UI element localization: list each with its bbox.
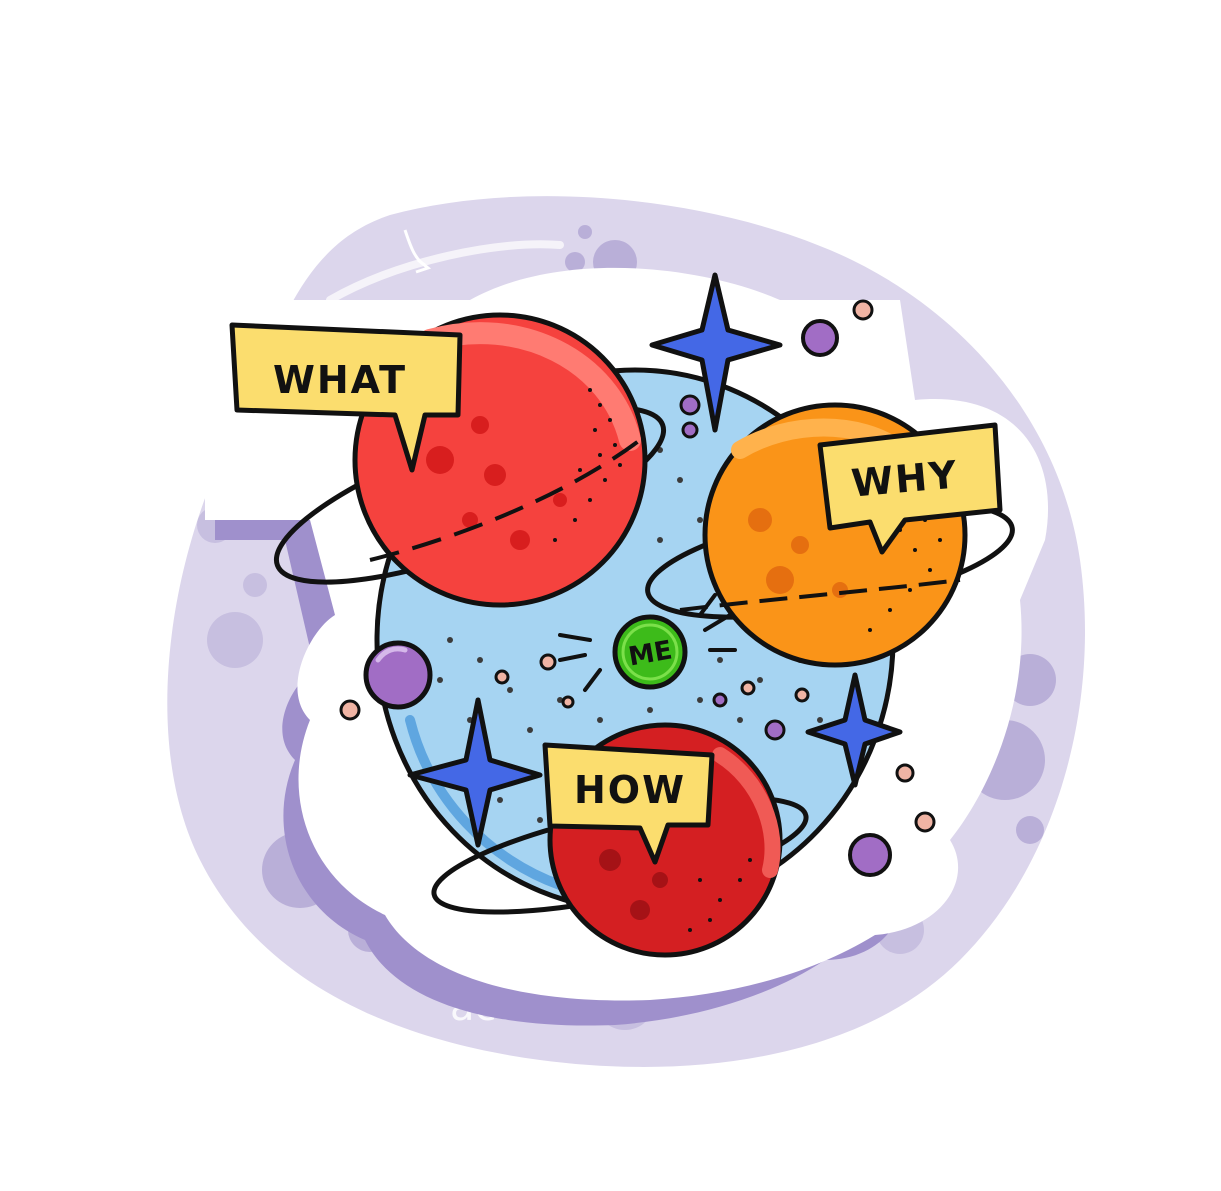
decorative-dots — [339, 299, 936, 833]
moon-icon — [363, 640, 433, 710]
speech-bubble-how: HOW — [542, 742, 715, 865]
how-label: HOW — [574, 768, 686, 812]
me-label: ME — [626, 635, 674, 672]
moon-icon — [801, 319, 839, 357]
speech-bubble-what: WHAT — [229, 322, 463, 473]
me-planet: ME — [558, 593, 737, 692]
star-icon — [407, 697, 543, 848]
why-label: WHY — [850, 452, 961, 505]
star-icon — [649, 272, 783, 433]
speech-bubble-why: WHY — [817, 422, 1003, 555]
moon-icon — [848, 833, 892, 877]
what-label: WHAT — [273, 358, 407, 402]
star-icon — [805, 672, 903, 788]
